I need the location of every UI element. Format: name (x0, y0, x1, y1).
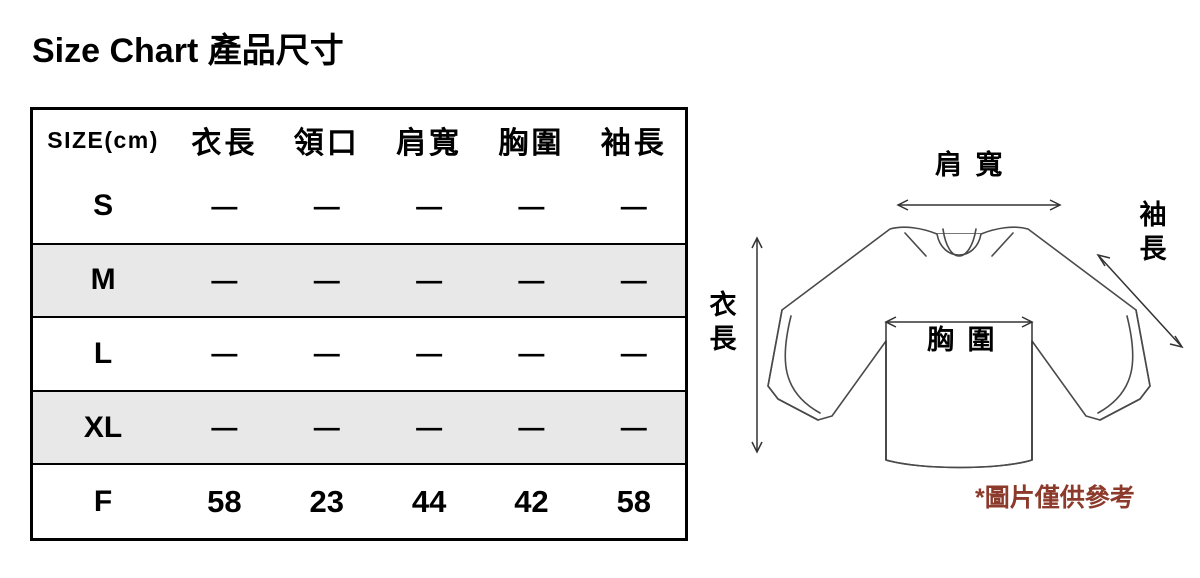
row-size-label: M (90, 263, 116, 297)
cell-sleeve: 58 (616, 483, 652, 519)
cell-sleeve: — (620, 190, 647, 221)
table-header-row: SIZE(cm) 衣長 領口 肩寬 胸圍 袖長 (33, 110, 685, 170)
diagram-label-body-length: 衣 長 (708, 288, 738, 356)
table-row: L — — — — — (33, 317, 685, 391)
column-header-collar: 領口 (293, 127, 360, 160)
disclaimer-footnote: *圖片僅供參考 (975, 484, 1135, 512)
cell-chest: — (518, 264, 545, 295)
column-header-shoulder: 肩寬 (396, 127, 463, 160)
sweatshirt-illustration-svg (751, 199, 1184, 469)
sweatshirt-outline (767, 226, 1151, 469)
cell-collar: 23 (309, 483, 344, 519)
diagram-label-chest: 胸 圍 (927, 325, 998, 355)
size-chart-table: SIZE(cm) 衣長 領口 肩寬 胸圍 袖長 S — — — — — M — … (30, 107, 688, 541)
table-row: F 58 23 44 42 58 (33, 464, 685, 538)
page-title: Size Chart 產品尺寸 (32, 32, 344, 70)
cell-sleeve: — (620, 264, 647, 295)
table-row: M — — — — — (33, 243, 685, 318)
column-header-sleeve: 袖長 (600, 127, 667, 160)
shoulder-width-arrow (896, 199, 1062, 211)
cell-body-length: — (211, 264, 238, 295)
diagram-label-sleeve: 袖 長 (1138, 198, 1168, 266)
cell-chest: — (518, 412, 545, 443)
row-size-label: L (93, 336, 113, 370)
cell-shoulder: — (416, 338, 443, 369)
body-length-arrow (751, 236, 763, 454)
diagram-label-sleeve-line1: 袖 (1139, 200, 1167, 230)
column-header-body-length: 衣長 (191, 127, 258, 160)
diagram-label-sleeve-line2: 長 (1139, 234, 1167, 264)
column-header-size: SIZE(cm) (47, 126, 159, 153)
diagram-label-body-length-line1: 衣 (709, 290, 737, 320)
table-row: S — — — — — (33, 170, 685, 244)
row-size-label: F (93, 484, 113, 518)
garment-measurement-diagram: 肩 寬 袖 長 衣 長 胸 圍 (690, 110, 1200, 550)
cell-collar: — (313, 412, 340, 443)
cell-body-length: — (211, 190, 238, 221)
table-row: XL — — — — — (33, 390, 685, 465)
cell-shoulder: 44 (411, 483, 447, 519)
cell-collar: — (313, 190, 340, 221)
sleeve-length-arrow (1096, 253, 1184, 349)
cell-chest: 42 (514, 483, 549, 519)
cell-body-length: — (211, 338, 238, 369)
chest-width-arrow (884, 316, 1034, 460)
cell-collar: — (313, 264, 340, 295)
cell-shoulder: — (416, 264, 443, 295)
cell-chest: — (518, 338, 545, 369)
row-size-label: S (93, 189, 114, 223)
cell-sleeve: — (620, 412, 647, 443)
row-size-label: XL (83, 410, 123, 444)
cell-shoulder: — (416, 412, 443, 443)
diagram-label-body-length-line2: 長 (709, 324, 737, 354)
cell-collar: — (313, 338, 340, 369)
diagram-label-shoulder: 肩 寬 (935, 150, 1006, 180)
cell-shoulder: — (416, 190, 443, 221)
cell-body-length: — (211, 412, 238, 443)
cell-sleeve: — (620, 338, 647, 369)
column-header-chest: 胸圍 (498, 127, 565, 160)
cell-body-length: 58 (207, 483, 242, 519)
cell-chest: — (518, 190, 545, 221)
